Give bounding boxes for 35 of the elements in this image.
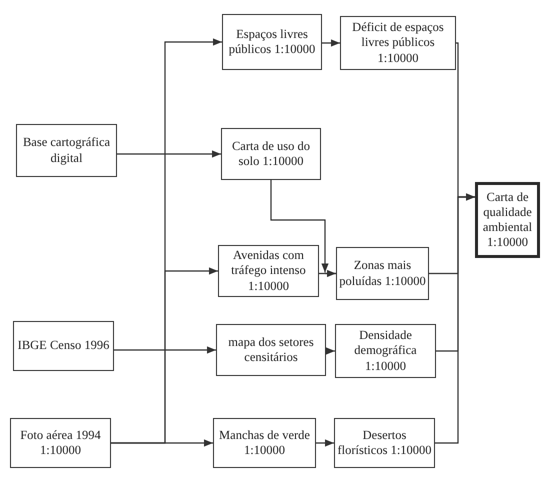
box-label: Carta de qualidade ambiental 1:10000 xyxy=(482,190,534,250)
process-box xyxy=(10,418,111,468)
arrow xyxy=(316,439,334,447)
box-label: mapa dos setores censitários xyxy=(227,334,315,366)
arrow xyxy=(111,439,213,447)
process-box xyxy=(221,128,321,180)
process-box xyxy=(213,418,316,468)
output-box xyxy=(475,182,540,258)
process-box xyxy=(16,124,117,177)
box-label: Avenidas com tráfego intenso 1:10000 xyxy=(230,248,307,294)
arrow xyxy=(117,150,221,158)
process-box xyxy=(335,324,436,378)
box-label: Carta de uso do solo 1:10000 xyxy=(230,138,312,170)
arrow xyxy=(319,270,336,278)
box-label: Espaços livres públicos 1:10000 xyxy=(228,26,316,58)
process-box xyxy=(216,324,326,376)
arrow xyxy=(435,193,475,444)
arrow xyxy=(322,39,340,47)
process-box xyxy=(222,14,322,70)
box-label: Zonas mais poluídas 1:10000 xyxy=(338,258,427,289)
box-label: Manchas de verde 1:10000 xyxy=(218,428,311,458)
arrow xyxy=(270,179,337,274)
box-label: IBGE Censo 1996 xyxy=(16,338,110,354)
box-label: Déficit de espaços livres públicos 1:10000 xyxy=(351,20,445,66)
process-box xyxy=(334,418,435,468)
box-label: Foto aérea 1994 1:10000 xyxy=(19,428,102,458)
arrow xyxy=(326,347,335,355)
box-label: Desertos florísticos 1:10000 xyxy=(336,428,433,458)
arrow xyxy=(114,346,216,354)
process-box xyxy=(218,245,319,297)
process-box xyxy=(336,247,429,300)
box-label: Densidade demográfica 1:10000 xyxy=(353,328,418,374)
process-box xyxy=(340,16,456,70)
process-box xyxy=(13,321,114,371)
box-label: Base cartográfica digital xyxy=(22,135,112,166)
